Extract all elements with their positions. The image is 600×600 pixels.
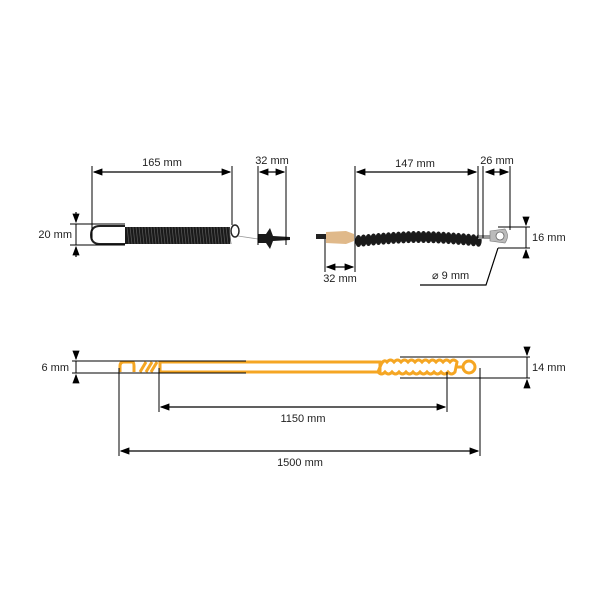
rubber-boot: [355, 231, 482, 247]
boot-rib: [450, 232, 457, 245]
full-cable-outline: [118, 358, 477, 376]
boot-end-part: [316, 228, 508, 247]
tan-plug: [326, 231, 354, 244]
dimension-147: 147 mm: [354, 158, 484, 272]
hook: [118, 360, 136, 372]
boot-rib: [365, 233, 372, 246]
dimension-165: 165 mm: [91, 157, 233, 240]
boot-rib: [355, 235, 362, 247]
grommet-label: 32 mm: [255, 155, 289, 167]
boot-rib: [360, 234, 367, 247]
boot-rib: [405, 231, 412, 244]
eyelet-width-label: 16 mm: [532, 232, 566, 244]
dimension-1500: 1500 mm: [118, 368, 481, 469]
boot-rib: [430, 231, 437, 244]
total-length-label: 1500 mm: [277, 457, 323, 469]
boot-rib: [455, 232, 462, 245]
boot-rib: [385, 232, 392, 245]
boot-rib: [445, 232, 452, 245]
eyelet-length-label: 26 mm: [480, 155, 514, 167]
boot-rib: [470, 234, 477, 247]
dimension-14: 14 mm: [523, 346, 566, 389]
boot-rib: [400, 231, 407, 244]
length-label: 165 mm: [142, 157, 182, 169]
boot-length-label: 147 mm: [395, 158, 435, 170]
hook-coils: [138, 361, 159, 373]
eyelet-neck: [478, 235, 492, 239]
boot-rib: [440, 231, 447, 244]
boot-rib: [410, 231, 417, 244]
dimension-1150: 1150 mm: [158, 368, 448, 425]
cable-diameter-label: 6 mm: [42, 362, 70, 374]
clip-loop: [89, 225, 125, 245]
width-label: 20 mm: [38, 229, 72, 241]
inner-length-label: 1150 mm: [280, 413, 325, 425]
dimension-6: 6 mm: [42, 350, 80, 384]
cable-core: [158, 360, 382, 374]
boot-rib: [375, 233, 382, 246]
grommet: [258, 228, 290, 249]
boot-rib: [460, 233, 467, 246]
plug-length-label: 32 mm: [323, 273, 357, 285]
boot-rib: [465, 233, 472, 246]
boot-rib: [370, 233, 377, 246]
boot-rib: [395, 231, 402, 244]
boot-rib: [435, 231, 442, 244]
end-ring: [461, 359, 477, 375]
end-diameter-label: 14 mm: [532, 362, 566, 374]
dimension-20: 20 mm: [38, 212, 125, 257]
dimension-hole-diameter: ⌀ 9 mm: [420, 247, 499, 286]
boot-rib: [380, 232, 387, 245]
plug-pin: [316, 234, 326, 239]
thin-wire: [237, 235, 259, 240]
spring-end-part: [89, 224, 290, 249]
boot-rib: [420, 231, 427, 244]
dimension-26: 26 mm: [480, 155, 514, 230]
dimension-16: 16 mm: [498, 216, 566, 259]
eyelet-hole: [495, 231, 505, 241]
hole-diameter-label: ⌀ 9 mm: [432, 270, 469, 282]
boot-rib: [390, 231, 397, 244]
dimension-32-grommet: 32 mm: [255, 155, 289, 245]
dimension-32-plug: 32 mm: [323, 239, 357, 285]
corrugated-boot: [376, 358, 459, 376]
boot-rib: [415, 231, 422, 244]
spring-ring: [230, 224, 240, 238]
boot-rib: [425, 231, 432, 244]
